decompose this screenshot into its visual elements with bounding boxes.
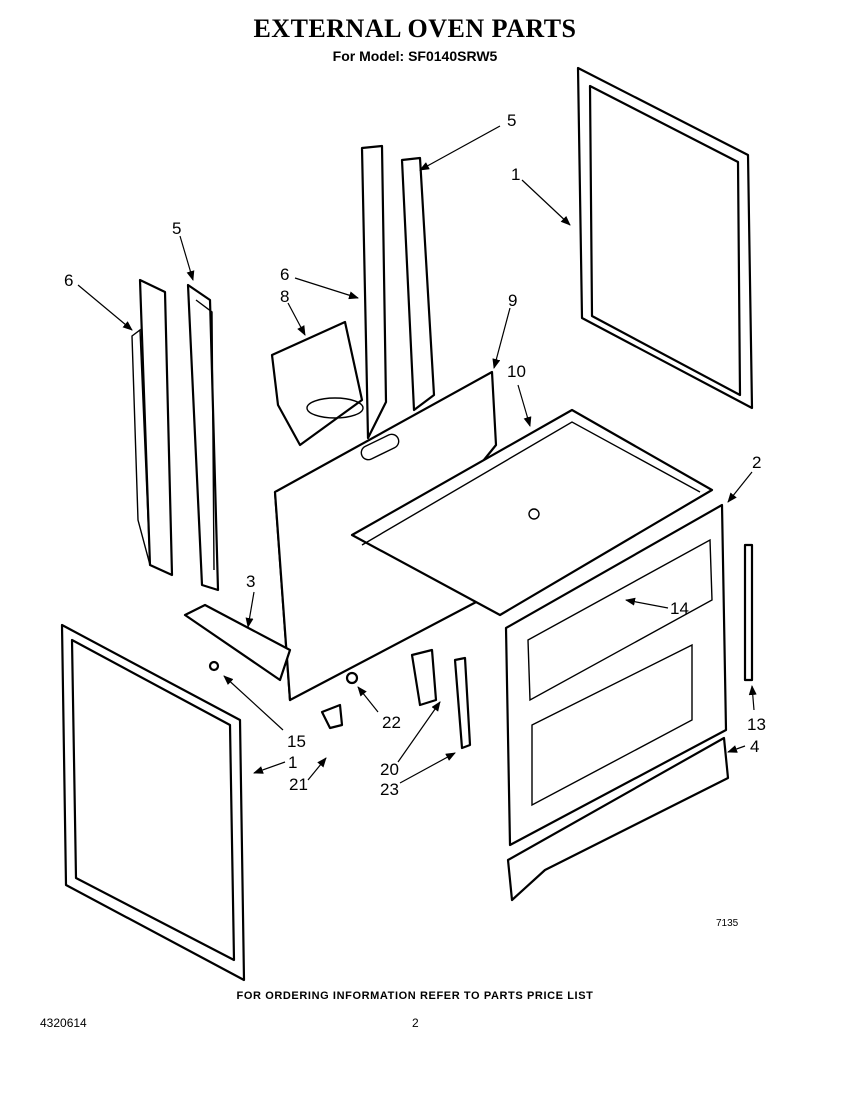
side-panel-right [576, 66, 754, 410]
bottom-rail [183, 603, 292, 682]
bracket-20 [410, 648, 438, 707]
drawing-number: 7135 [716, 918, 739, 929]
callout-9: 9 [508, 291, 517, 310]
screw-15 [208, 660, 220, 672]
top-panel [350, 408, 714, 617]
leader-lines [77, 125, 757, 784]
callout-21: 21 [289, 775, 308, 794]
callout-2: 2 [752, 453, 761, 472]
document-number: 4320614 [40, 1016, 87, 1030]
callout-13: 13 [747, 715, 766, 734]
callout-3: 3 [246, 572, 255, 591]
callout-5-rear: 5 [507, 111, 516, 130]
rear-upright-assembly [360, 144, 436, 440]
callout-10: 10 [507, 362, 526, 381]
callout-1-left: 1 [288, 753, 297, 772]
callout-5-left: 5 [172, 219, 181, 238]
page-title: EXTERNAL OVEN PARTS [253, 14, 577, 43]
callout-22: 22 [382, 713, 401, 732]
callout-4: 4 [750, 737, 759, 756]
hinge-bracket-23 [453, 656, 472, 750]
callout-6-rear: 6 [280, 265, 289, 284]
side-panel-left [60, 623, 246, 982]
callout-1-right: 1 [511, 165, 520, 184]
leveling-leg [320, 703, 344, 730]
callout-23: 23 [380, 780, 399, 799]
callout-8: 8 [280, 287, 289, 306]
fastener-22 [345, 671, 359, 685]
callout-6-left: 6 [64, 271, 73, 290]
callout-15: 15 [287, 732, 306, 751]
trim-strip [743, 543, 754, 682]
callout-20: 20 [380, 760, 399, 779]
callout-14: 14 [670, 599, 689, 618]
kick-panel [506, 736, 730, 902]
front-frame [504, 503, 728, 847]
ordering-footer: FOR ORDERING INFORMATION REFER TO PARTS … [236, 990, 594, 1002]
vent-duct [270, 320, 364, 447]
page-number: 2 [412, 1016, 419, 1030]
model-subtitle: For Model: SF0140SRW5 [332, 48, 498, 64]
left-upright-assembly [131, 278, 220, 592]
